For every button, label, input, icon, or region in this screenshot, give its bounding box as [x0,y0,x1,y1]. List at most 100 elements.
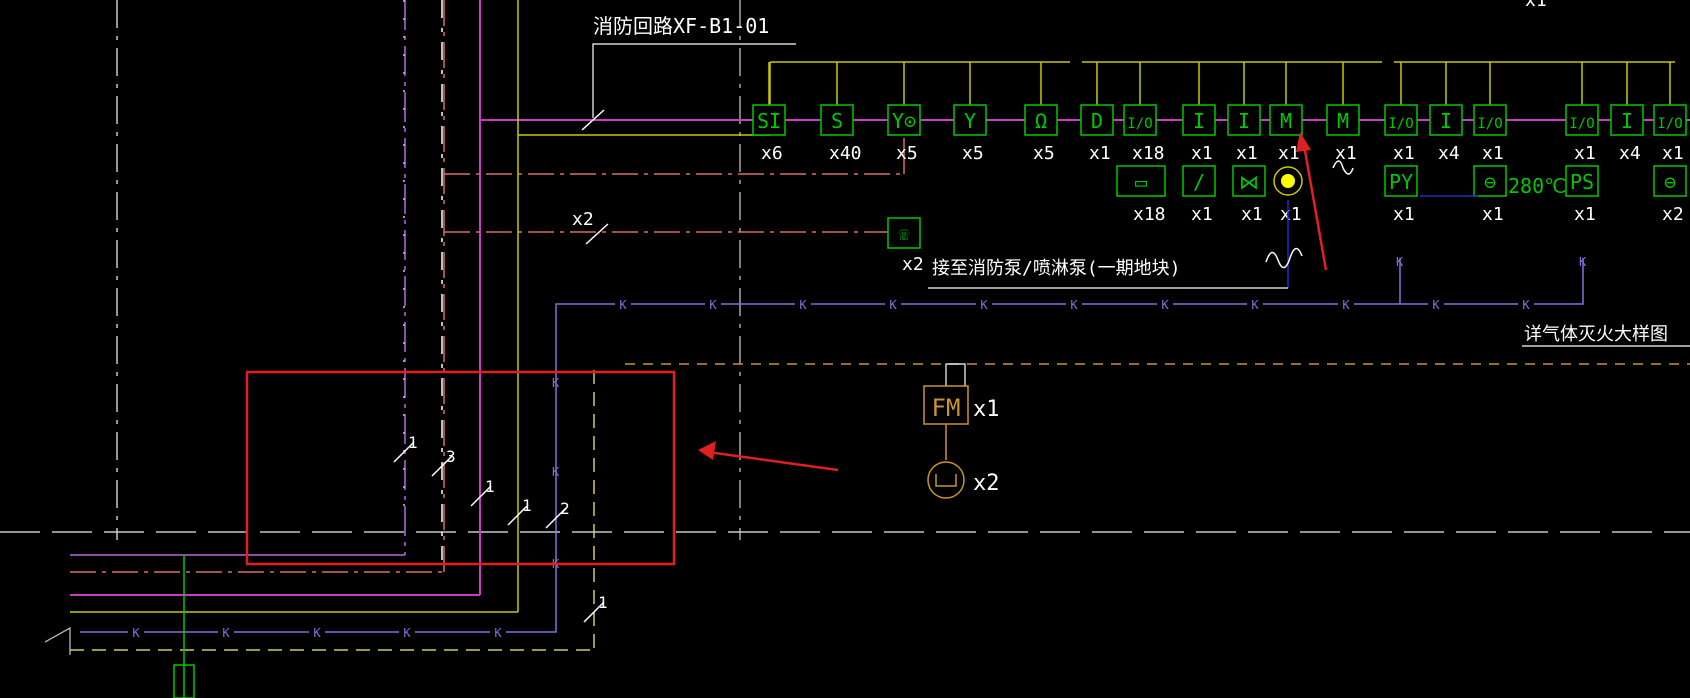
k-label: K [709,298,717,312]
phone-device[interactable]: ☏ x2 [887,217,924,275]
device-code: I [1621,109,1633,133]
sub-device-dot [1281,174,1295,188]
loop-title-text: 消防回路XF-B1-01 [593,14,769,38]
tick-mark [393,441,415,463]
wave-symbol-2 [1332,160,1354,175]
k-label: K [1522,298,1530,312]
k-gap [1428,297,1444,311]
device-count: x18 [1132,143,1165,164]
sub-device-box [1473,165,1507,197]
device-16[interactable]: I/Ox1 [1653,62,1687,164]
device-5[interactable]: Dx1 [1080,62,1114,164]
bell-icon [927,461,965,499]
k-label: K [403,626,411,640]
loop-tick [581,109,605,131]
tick-label: 1 [485,477,495,496]
upper-x2-label: x2 [572,209,594,230]
device-7[interactable]: Ix1 [1182,62,1216,164]
k-gap [1066,297,1082,311]
phone-count: x2 [902,254,924,275]
device-count: x5 [896,143,918,164]
device-count: x6 [761,143,783,164]
k-gap [218,625,234,639]
device-13[interactable]: I/Ox1 [1473,62,1507,164]
k-label: K [313,626,321,640]
k-gap [128,625,144,639]
device-15[interactable]: Ix4 [1610,62,1644,164]
loop-title-leader [592,43,796,118]
pump-note: 接至消防泵/喷淋泵(一期地块) [932,258,1181,279]
sub-device-code: ▭ [1135,170,1147,194]
device-code: I/O [1127,116,1152,132]
k-label-v2: K [552,465,560,479]
device-box [1653,104,1687,136]
device-8[interactable]: Ix1 [1227,62,1261,164]
device-4[interactable]: Ωx5 [1024,62,1058,164]
device-code: I [1238,109,1250,133]
device-code: SI [757,109,781,133]
fm-device[interactable]: FM x1 x2 [923,363,1000,499]
device-code: I/O [1477,116,1502,132]
device-count: x4 [1438,143,1460,164]
sub-device-code: PS [1570,170,1594,194]
sub-device-2[interactable]: ⋈x1 [1232,165,1266,225]
device-9[interactable]: Mx1 [1269,62,1303,164]
k-gap [1157,297,1173,311]
break-symbol [44,626,71,655]
tick-mark [470,485,492,507]
device-box [1269,104,1303,136]
device-box [1182,104,1216,136]
device-count: x1 [1393,143,1415,164]
device-0[interactable]: SI x6 [752,62,786,164]
device-code: Y⊙ [892,109,916,133]
device-code: I [1440,109,1452,133]
sub-device-count: x1 [1482,204,1504,225]
sub-device-count: x2 [1662,204,1684,225]
device-box [1473,104,1507,136]
fm-code: FM [932,394,961,422]
device-11[interactable]: I/Ox1 [1384,62,1418,164]
device-3[interactable]: Yx5 [953,62,987,164]
device-count: x1 [1574,143,1596,164]
upper-x2-tick [585,223,609,245]
sub-device-3[interactable]: x1 [1273,166,1303,225]
gas-note: 详气体灭火大样图 [1524,324,1668,345]
device-2[interactable]: Y⊙ x5 [887,62,921,164]
sub-device-box [1384,165,1418,197]
device-10[interactable]: Mx1 [1326,62,1360,164]
device-box [752,104,786,136]
device-14[interactable]: I/Ox1 [1565,62,1599,164]
bell-icon-inner [935,474,957,487]
sub-device-1[interactable]: /x1 [1182,165,1216,225]
sub-device-5[interactable]: ⊖x1 [1473,165,1507,225]
device-box [1610,104,1644,136]
k-label: K [1432,298,1440,312]
arrow-to-box [707,450,839,472]
device-box [820,104,854,136]
k-gap [615,297,631,311]
sub-device-0[interactable]: ▭x18 [1116,165,1166,225]
tick-mark [431,455,453,477]
fm-count: x1 [973,397,1000,422]
device-12[interactable]: Ix4 [1429,62,1463,164]
device-code: M [1280,109,1292,133]
yellow-lines [70,0,1675,651]
device-box [1384,104,1418,136]
k-label: K [1070,298,1078,312]
sub-device-code: ⋈ [1239,170,1259,194]
sub-device-box [1565,165,1599,197]
k-label: K [980,298,988,312]
k-label: K [1251,298,1259,312]
device-6[interactable]: I/O x18 [1123,62,1165,164]
sub-device-box [1116,165,1166,197]
device-box [1123,104,1157,136]
tick-mark [545,507,567,529]
sub-device-7[interactable]: ⊖x2 [1653,165,1687,225]
device-box [1565,104,1599,136]
